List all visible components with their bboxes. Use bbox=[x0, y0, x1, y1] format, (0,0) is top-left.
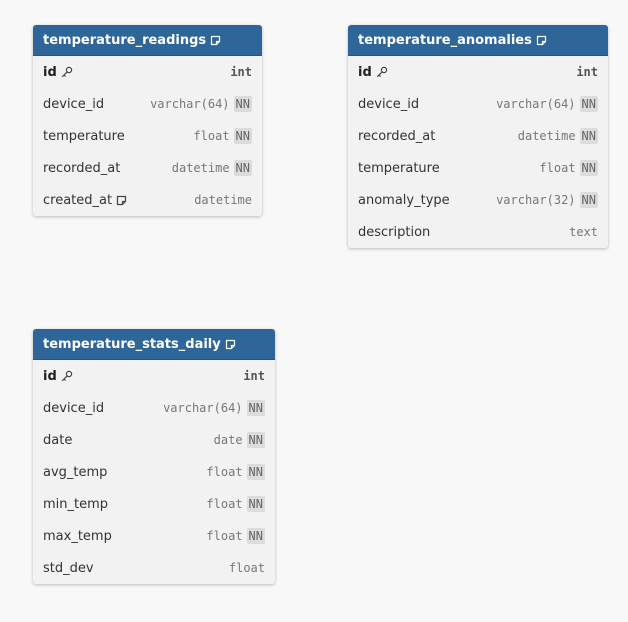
column-row[interactable]: recorded_at datetime NN bbox=[33, 152, 262, 184]
column-row[interactable]: date date NN bbox=[33, 424, 275, 456]
not-null-badge: NN bbox=[579, 192, 598, 208]
column-name: created_at bbox=[43, 192, 113, 208]
column-row[interactable]: anomaly_type varchar(32) NN bbox=[348, 184, 608, 216]
table-title: temperature_stats_daily bbox=[43, 336, 221, 352]
column-row[interactable]: id int bbox=[348, 56, 608, 88]
table-header[interactable]: temperature_anomalies bbox=[348, 25, 608, 56]
column-type: varchar(64) bbox=[150, 97, 230, 111]
column-type: float bbox=[206, 497, 243, 511]
not-null-badge: NN bbox=[233, 96, 252, 112]
column-type: varchar(32) bbox=[496, 193, 576, 207]
column-row[interactable]: device_id varchar(64) NN bbox=[33, 392, 275, 424]
column-row[interactable]: std_dev float bbox=[33, 552, 275, 584]
not-null-badge: NN bbox=[246, 496, 265, 512]
not-null-badge: NN bbox=[233, 160, 252, 176]
column-type: float bbox=[193, 129, 230, 143]
column-type: float bbox=[539, 161, 576, 175]
column-name: device_id bbox=[43, 400, 105, 416]
column-name: anomaly_type bbox=[358, 192, 450, 208]
key-icon bbox=[61, 66, 73, 78]
column-type: datetime bbox=[171, 161, 230, 175]
not-null-badge: NN bbox=[246, 528, 265, 544]
not-null-badge: NN bbox=[246, 464, 265, 480]
table-temperature-stats-daily[interactable]: temperature_stats_daily id int device_id… bbox=[33, 329, 275, 584]
column-type: text bbox=[569, 225, 598, 239]
column-row[interactable]: temperature float NN bbox=[33, 120, 262, 152]
column-type: int bbox=[576, 65, 598, 79]
column-type: float bbox=[206, 465, 243, 479]
column-type: date bbox=[213, 433, 243, 447]
not-null-badge: NN bbox=[579, 160, 598, 176]
key-icon bbox=[61, 370, 73, 382]
column-name: min_temp bbox=[43, 496, 109, 512]
column-name: date bbox=[43, 432, 73, 448]
column-type: datetime bbox=[517, 129, 576, 143]
column-row[interactable]: id int bbox=[33, 56, 262, 88]
column-name: avg_temp bbox=[43, 464, 108, 480]
not-null-badge: NN bbox=[579, 128, 598, 144]
column-name: temperature bbox=[43, 128, 125, 144]
column-type: varchar(64) bbox=[496, 97, 576, 111]
table-temperature-readings[interactable]: temperature_readings id int device_id va… bbox=[33, 25, 262, 216]
column-row[interactable]: recorded_at datetime NN bbox=[348, 120, 608, 152]
column-name: description bbox=[358, 224, 431, 240]
column-row[interactable]: temperature float NN bbox=[348, 152, 608, 184]
column-name: std_dev bbox=[43, 560, 94, 576]
key-icon bbox=[376, 66, 388, 78]
column-row[interactable]: device_id varchar(64) NN bbox=[348, 88, 608, 120]
column-name: id bbox=[43, 64, 57, 80]
not-null-badge: NN bbox=[233, 128, 252, 144]
column-type: int bbox=[243, 369, 265, 383]
column-type: datetime bbox=[194, 193, 252, 207]
table-header[interactable]: temperature_readings bbox=[33, 25, 262, 56]
column-row[interactable]: min_temp float NN bbox=[33, 488, 275, 520]
column-name: recorded_at bbox=[358, 128, 436, 144]
note-icon[interactable] bbox=[225, 339, 236, 350]
note-icon[interactable] bbox=[116, 195, 127, 206]
column-type: float bbox=[228, 561, 265, 575]
not-null-badge: NN bbox=[579, 96, 598, 112]
column-name: max_temp bbox=[43, 528, 112, 544]
table-header[interactable]: temperature_stats_daily bbox=[33, 329, 275, 360]
table-temperature-anomalies[interactable]: temperature_anomalies id int device_id v… bbox=[348, 25, 608, 248]
note-icon[interactable] bbox=[210, 35, 221, 46]
not-null-badge: NN bbox=[246, 400, 265, 416]
column-row[interactable]: device_id varchar(64) NN bbox=[33, 88, 262, 120]
column-name: recorded_at bbox=[43, 160, 121, 176]
column-row[interactable]: avg_temp float NN bbox=[33, 456, 275, 488]
column-row[interactable]: description text bbox=[348, 216, 608, 248]
column-row[interactable]: created_at datetime bbox=[33, 184, 262, 216]
column-name: device_id bbox=[43, 96, 105, 112]
column-type: varchar(64) bbox=[163, 401, 243, 415]
column-row[interactable]: max_temp float NN bbox=[33, 520, 275, 552]
column-row[interactable]: id int bbox=[33, 360, 275, 392]
note-icon[interactable] bbox=[536, 35, 547, 46]
column-type: int bbox=[230, 65, 252, 79]
table-title: temperature_anomalies bbox=[358, 32, 532, 48]
column-name: temperature bbox=[358, 160, 440, 176]
table-title: temperature_readings bbox=[43, 32, 207, 48]
column-name: id bbox=[43, 368, 57, 384]
column-name: id bbox=[358, 64, 372, 80]
column-type: float bbox=[206, 529, 243, 543]
not-null-badge: NN bbox=[246, 432, 265, 448]
column-name: device_id bbox=[358, 96, 420, 112]
